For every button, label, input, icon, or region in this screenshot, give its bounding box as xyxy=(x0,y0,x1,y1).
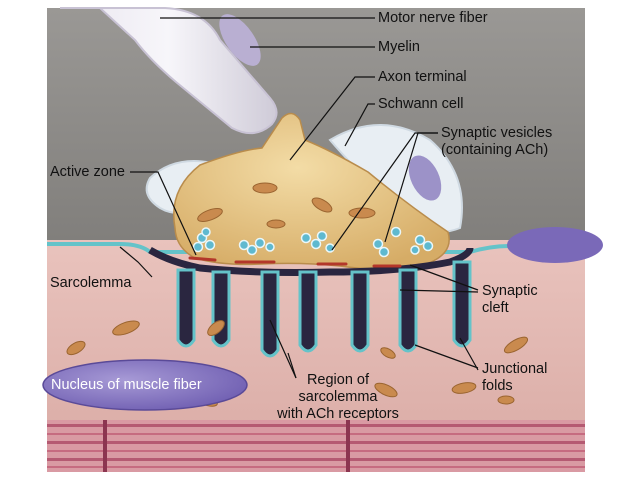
label-myelin: Myelin xyxy=(378,39,420,55)
label-junctional-folds: Junctional folds xyxy=(482,361,548,394)
axon-terminal-shape xyxy=(173,112,450,270)
label-axon-terminal: Axon terminal xyxy=(378,69,467,85)
synaptic-cleft-band xyxy=(148,246,474,276)
axon-mitochondria xyxy=(197,182,376,229)
label-active-zone: Active zone xyxy=(50,164,125,180)
schwann-cell-far-right xyxy=(507,227,603,263)
muscle-mitochondria xyxy=(66,320,529,407)
active-zones xyxy=(188,256,402,268)
myelin-node xyxy=(219,14,261,66)
label-nucleus-of-muscle-fiber: Nucleus of muscle fiber xyxy=(51,377,202,393)
label-schwann-cell: Schwann cell xyxy=(378,96,464,112)
label-region-of-sarcolemma: Region of sarcolemma with ACh receptors xyxy=(277,372,399,422)
muscle-nucleus xyxy=(42,359,248,411)
schwann-nucleus xyxy=(408,155,442,201)
myelin-sheath xyxy=(60,7,278,135)
label-synaptic-vesicles: Synaptic vesicles (containing ACh) xyxy=(441,125,553,158)
label-motor-nerve-fiber: Motor nerve fiber xyxy=(378,10,488,26)
leader-lines xyxy=(119,17,479,379)
myofibrils xyxy=(47,420,585,472)
label-synaptic-cleft: Synaptic cleft xyxy=(482,283,538,316)
label-sarcolemma: Sarcolemma xyxy=(50,275,132,291)
